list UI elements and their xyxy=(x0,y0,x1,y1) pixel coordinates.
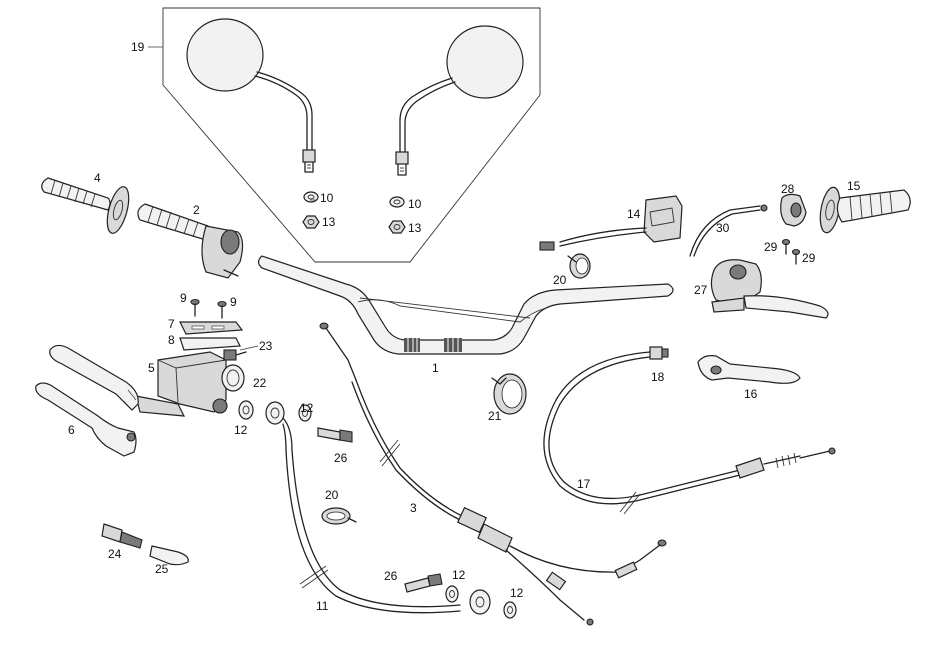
washer-10-left[interactable] xyxy=(303,191,319,203)
clutch-lever-assembly[interactable] xyxy=(710,259,829,319)
label-20-upper: 20 xyxy=(553,273,567,287)
brake-master-cylinder[interactable] xyxy=(135,351,245,417)
label-1: 1 xyxy=(432,361,439,375)
label-24: 24 xyxy=(108,547,122,561)
brake-light-switch[interactable] xyxy=(223,349,247,361)
label-3: 3 xyxy=(410,501,417,515)
label-26-lower: 26 xyxy=(384,569,398,583)
label-10-left: 10 xyxy=(320,191,334,205)
label-2: 2 xyxy=(193,203,200,217)
nut-13-right[interactable] xyxy=(388,220,406,234)
switch-28[interactable] xyxy=(780,193,807,227)
reservoir-gasket[interactable] xyxy=(179,337,241,351)
label-25: 25 xyxy=(155,562,169,576)
label-22: 22 xyxy=(253,376,267,390)
label-16: 16 xyxy=(744,387,758,401)
label-19: 19 xyxy=(131,40,145,54)
cable-30[interactable] xyxy=(689,204,768,257)
label-28: 28 xyxy=(781,182,795,196)
brake-hose[interactable] xyxy=(265,401,461,614)
lever-16[interactable] xyxy=(697,355,801,384)
screw-29-left[interactable] xyxy=(781,238,791,255)
label-12-c: 12 xyxy=(452,568,466,582)
label-12-b: 12 xyxy=(300,401,314,415)
label-7: 7 xyxy=(168,317,175,331)
cable-tie-20-lower[interactable] xyxy=(321,507,357,525)
cable-tie-21[interactable] xyxy=(491,373,527,415)
connector-24[interactable] xyxy=(101,523,143,549)
part-number-labels: 1 2 3 4 5 6 7 8 9 9 10 10 11 12 12 12 12… xyxy=(68,40,861,613)
label-13-left: 13 xyxy=(322,215,336,229)
label-6: 6 xyxy=(68,423,75,437)
mirror-group-frame xyxy=(148,7,541,263)
washer-10-right[interactable] xyxy=(389,196,405,208)
handlebar-knurling-left xyxy=(404,338,420,352)
leader-lines xyxy=(127,199,316,401)
handlebar[interactable] xyxy=(257,255,674,355)
label-21: 21 xyxy=(488,409,502,423)
left-mirror[interactable] xyxy=(186,18,316,173)
connector-25[interactable] xyxy=(149,545,189,566)
nut-13-left[interactable] xyxy=(302,215,320,229)
screw-9-right[interactable] xyxy=(217,300,227,319)
screw-29-right[interactable] xyxy=(791,248,801,265)
right-mirror[interactable] xyxy=(395,25,524,176)
reservoir-cover[interactable] xyxy=(179,321,244,335)
banjo-bolt-26-upper[interactable] xyxy=(317,427,353,443)
label-12-d: 12 xyxy=(510,586,524,600)
label-4: 4 xyxy=(94,171,101,185)
banjo-bolt-26-lower[interactable] xyxy=(404,573,443,593)
label-29-right: 29 xyxy=(802,251,816,265)
label-11: 11 xyxy=(316,599,329,613)
screw-9-left[interactable] xyxy=(190,298,200,317)
right-grip[interactable] xyxy=(817,186,911,234)
label-14: 14 xyxy=(627,207,641,221)
label-26-upper: 26 xyxy=(334,451,348,465)
label-27: 27 xyxy=(694,283,708,297)
washer-12-c[interactable] xyxy=(445,585,459,603)
cable-tie-20-upper[interactable] xyxy=(567,253,591,279)
lever-6[interactable] xyxy=(35,382,137,457)
label-23: 23 xyxy=(259,339,273,353)
throttle-grip[interactable] xyxy=(137,203,244,279)
throttle-cable[interactable] xyxy=(319,322,667,626)
label-20-lower: 20 xyxy=(325,488,339,502)
handlebar-knurling-right xyxy=(444,338,462,352)
label-5: 5 xyxy=(148,361,155,375)
label-18: 18 xyxy=(651,370,665,384)
label-17: 17 xyxy=(577,477,591,491)
label-9-left: 9 xyxy=(180,291,187,305)
label-29-left: 29 xyxy=(764,240,778,254)
clutch-cable[interactable] xyxy=(543,351,836,515)
left-grip[interactable] xyxy=(41,177,133,236)
label-8: 8 xyxy=(168,333,175,347)
label-13-right: 13 xyxy=(408,221,422,235)
label-9-right: 9 xyxy=(230,295,237,309)
label-12-a: 12 xyxy=(234,423,248,437)
switch-14[interactable] xyxy=(539,195,683,251)
label-15: 15 xyxy=(847,179,861,193)
label-30: 30 xyxy=(716,221,730,235)
front-brake-lever[interactable] xyxy=(49,344,139,411)
washer-12-d[interactable] xyxy=(503,601,517,619)
cable-adjuster-18[interactable] xyxy=(649,346,669,360)
label-10-right: 10 xyxy=(408,197,422,211)
washer-12-b[interactable] xyxy=(298,404,312,422)
washer-12-a[interactable] xyxy=(238,400,254,420)
hose-banjo-end[interactable] xyxy=(469,589,491,615)
